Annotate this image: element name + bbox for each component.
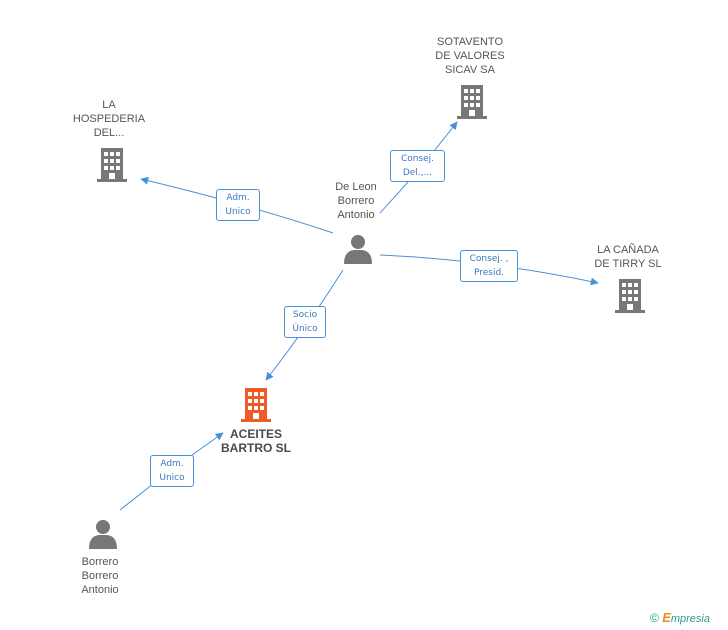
person-icon[interactable] (89, 520, 117, 549)
empresia-logo-text: mpresia (670, 613, 710, 625)
person-icon[interactable] (344, 235, 372, 264)
copyright-symbol: © (650, 611, 659, 625)
person-label-deleon[interactable]: De Leon Borrero Antonio (335, 181, 377, 221)
empresia-logo-e: E (662, 610, 671, 625)
edge-label-consej-del[interactable]: Consej. Del.,... (390, 150, 445, 182)
edge-label-adm-unico-hospederia[interactable]: Adm. Unico (216, 189, 260, 221)
company-label-aceites[interactable]: ACEITES BARTRO SL (221, 427, 291, 455)
building-icon[interactable] (457, 85, 487, 119)
copyright-footer: © Empresia (650, 610, 710, 625)
building-icon[interactable] (97, 148, 127, 182)
edge-label-consej-presid[interactable]: Consej. , Presid. (460, 250, 518, 282)
company-label-hospederia[interactable]: LA HOSPEDERIA DEL... (72, 99, 146, 139)
building-icon[interactable] (241, 388, 271, 422)
person-label-borrero[interactable]: Borrero Borrero Antonio (81, 556, 119, 596)
building-icon[interactable] (615, 279, 645, 313)
company-label-canada[interactable]: LA CAÑADA DE TIRRY SL (594, 244, 662, 270)
company-label-sotavento[interactable]: SOTAVENTO DE VALORES SICAV SA (435, 36, 505, 76)
edge-label-socio-unico[interactable]: Socio Único (284, 306, 326, 338)
edge-label-adm-unico-aceites[interactable]: Adm. Unico (150, 455, 194, 487)
